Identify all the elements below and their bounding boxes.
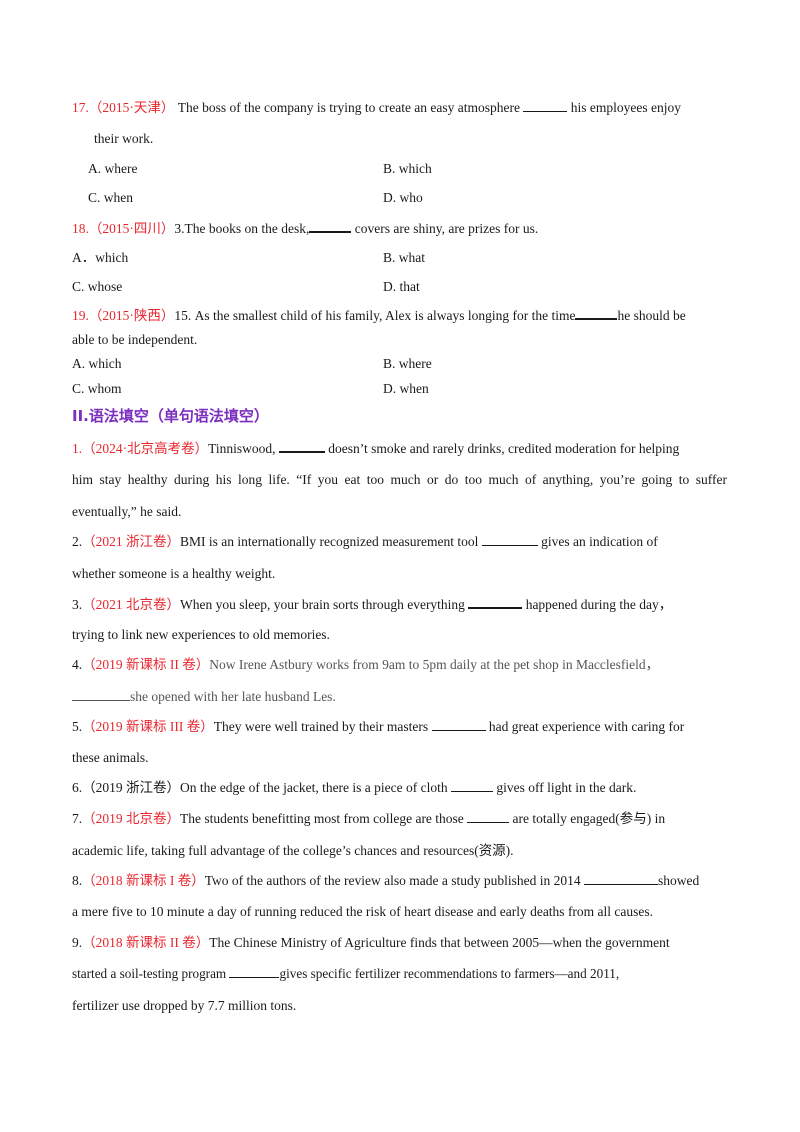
question-source: （2015·四川） [88, 221, 175, 236]
question-text: 3.The books on the desk, [174, 221, 310, 236]
answer-blank[interactable] [229, 965, 280, 978]
question-text: Now Irene Astbury works from 9am to 5pm … [209, 657, 660, 672]
question-text: Tinniswood, [208, 441, 276, 456]
q17-line1: 17.（2015·天津） The boss of the company is … [72, 99, 681, 117]
question-text: When you sleep, your brain sorts through… [180, 597, 465, 612]
option-b[interactable]: B. where [383, 356, 432, 371]
question-number: 19. [72, 308, 89, 323]
g5-line2: these animals. [72, 750, 149, 765]
question-number: 6. [72, 780, 83, 795]
option-d[interactable]: D. that [383, 279, 420, 294]
answer-blank[interactable] [481, 533, 538, 546]
question-source: （2019 浙江卷） [82, 780, 180, 795]
question-text: started a soil-testing program [72, 966, 227, 981]
question-text: On the edge of the jacket, there is a pi… [180, 780, 448, 795]
answer-blank[interactable] [309, 219, 352, 233]
g1-line2: him stay healthy during his long life. “… [72, 472, 727, 487]
question-text: gives off light in the dark. [496, 780, 637, 795]
g2-line2: whether someone is a healthy weight. [72, 566, 276, 581]
question-text: They were well trained by their masters [213, 719, 429, 734]
g9-line3: fertilizer use dropped by 7.7 million to… [72, 998, 297, 1013]
question-number: 7. [72, 811, 83, 826]
question-text: gives specific fertilizer recommendation… [279, 966, 620, 981]
question-number: 18. [72, 221, 89, 236]
option-a[interactable]: A. where [88, 161, 138, 176]
question-text: Two of the authors of the review also ma… [204, 873, 581, 888]
question-text: The Chinese Ministry of Agriculture find… [209, 935, 670, 950]
question-text: BMI is an internationally recognized mea… [180, 534, 479, 549]
q19-line2: able to be independent. [72, 332, 198, 347]
answer-blank[interactable] [72, 688, 130, 701]
question-source: （2015·天津） [88, 100, 175, 115]
g9-line1: 9.（2018 新课标 II 卷）The Chinese Ministry of… [72, 934, 670, 952]
question-text: happened during the day， [525, 597, 673, 612]
option-c[interactable]: C. when [88, 190, 133, 205]
g4-line1: 4.（2019 新课标 II 卷）Now Irene Astbury works… [72, 656, 659, 674]
g6-line1: 6.（2019 浙江卷）On the edge of the jacket, t… [72, 779, 636, 797]
g1-line3: eventually,” he said. [72, 504, 182, 519]
answer-blank[interactable] [467, 810, 510, 823]
question-text: showed [657, 873, 700, 888]
g9-line2: started a soil-testing program gives spe… [72, 965, 727, 983]
answer-blank[interactable] [583, 872, 658, 885]
option-c[interactable]: C. whom [72, 381, 122, 396]
g3-line2: trying to link new experiences to old me… [72, 627, 330, 642]
g7-line2: academic life, taking full advantage of … [72, 843, 514, 858]
question-source: （2019 新课标 III 卷） [82, 719, 214, 734]
g1-line1: 1.（2024·北京高考卷）Tinniswood, doesn’t smoke … [72, 439, 679, 458]
g8-line2: a mere five to 10 minute a day of runnin… [72, 904, 654, 919]
option-b[interactable]: B. which [383, 161, 432, 176]
g8-line1: 8.（2018 新课标 I 卷）Two of the authors of th… [72, 872, 699, 890]
question-text: are totally engaged(参与) in [512, 811, 666, 826]
answer-blank[interactable] [575, 306, 618, 320]
answer-blank[interactable] [468, 595, 523, 609]
question-number: 3. [72, 597, 83, 612]
question-text: 15. As the smallest child of his family,… [174, 308, 576, 323]
option-a[interactable]: A．which [72, 250, 129, 265]
g3-line1: 3.（2021 北京卷）When you sleep, your brain s… [72, 595, 672, 614]
q18-line1: 18.（2015·四川）3.The books on the desk, cov… [72, 219, 538, 238]
question-number: 2. [72, 534, 83, 549]
question-text: she opened with her late husband Les. [130, 689, 336, 704]
question-source: （2015·陕西） [88, 308, 175, 323]
question-text: The boss of the company is trying to cre… [177, 100, 521, 115]
option-d[interactable]: D. who [383, 190, 423, 205]
q19-line1: 19.（2015·陕西）15. As the smallest child of… [72, 306, 686, 325]
g4-line2: she opened with her late husband Les. [72, 688, 336, 706]
question-number: 17. [72, 100, 89, 115]
option-c[interactable]: C. whose [72, 279, 123, 294]
q17-line2: their work. [94, 131, 154, 146]
question-text: he should be [617, 308, 686, 323]
option-d[interactable]: D. when [383, 381, 429, 396]
question-source: （2021 浙江卷） [82, 534, 180, 549]
option-b[interactable]: B. what [383, 250, 425, 265]
answer-blank[interactable] [431, 718, 486, 731]
question-number: 4. [72, 657, 83, 672]
answer-blank[interactable] [523, 99, 568, 112]
g2-line1: 2.（2021 浙江卷）BMI is an internationally re… [72, 533, 658, 551]
g5-line1: 5.（2019 新课标 III 卷）They were well trained… [72, 718, 684, 736]
answer-blank[interactable] [451, 779, 494, 792]
question-text: The students benefitting most from colle… [180, 811, 464, 826]
g7-line1: 7.（2019 北京卷）The students benefitting mos… [72, 810, 665, 828]
question-source: （2021 北京卷） [82, 597, 180, 612]
question-text: had great experience with caring for [488, 719, 685, 734]
option-a[interactable]: A. which [72, 356, 122, 371]
question-text: his employees enjoy [570, 100, 682, 115]
question-source: （2019 北京卷） [82, 811, 180, 826]
section-title: II.语法填空（单句语法填空） [72, 407, 269, 425]
question-number: 9. [72, 935, 83, 950]
answer-blank[interactable] [278, 439, 325, 453]
question-text: gives an indication of [541, 534, 658, 549]
question-source: （2018 新课标 I 卷） [82, 873, 205, 888]
question-source: （2018 新课标 II 卷） [82, 935, 210, 950]
question-number: 5. [72, 719, 83, 734]
question-text: doesn’t smoke and rarely drinks, credite… [328, 441, 680, 456]
question-source: （2024·北京高考卷） [82, 441, 209, 456]
question-number: 1. [72, 441, 83, 456]
question-number: 8. [72, 873, 83, 888]
question-text: covers are shiny, are prizes for us. [354, 221, 539, 236]
question-source: （2019 新课标 II 卷） [82, 657, 210, 672]
